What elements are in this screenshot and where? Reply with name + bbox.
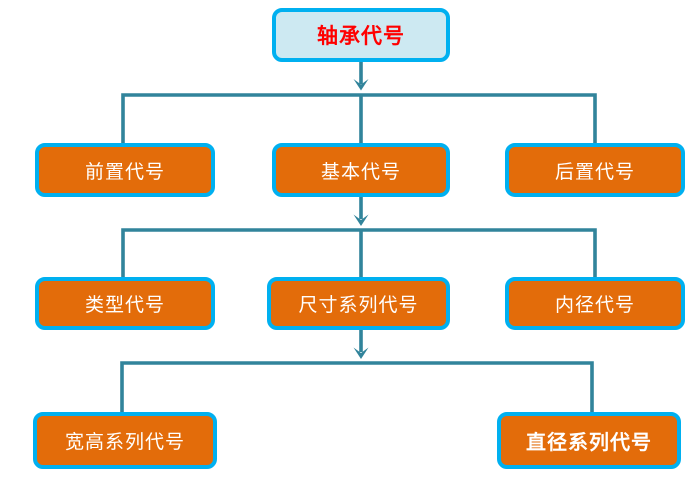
node-dimension-series-code-label: 尺寸系列代号: [298, 295, 419, 316]
connector-level3-to-level4: [120, 330, 594, 412]
node-width-height-series-code-label: 宽高系列代号: [64, 432, 185, 453]
node-bore-diameter-code: 内径代号: [505, 277, 685, 330]
node-diameter-series-code-label: 直径系列代号: [526, 432, 652, 454]
node-basic-code-label: 基本代号: [320, 161, 401, 183]
node-type-code-label: 类型代号: [84, 295, 165, 316]
node-bearing-designation: 轴承代号: [272, 8, 450, 62]
node-suffix-code: 后置代号: [505, 143, 685, 197]
node-dimension-series-code: 尺寸系列代号: [267, 277, 450, 330]
node-bearing-designation-label: 轴承代号: [317, 25, 405, 48]
connector-level2-to-level3: [121, 197, 597, 277]
node-suffix-code-label: 后置代号: [554, 161, 635, 183]
node-prefix-code-label: 前置代号: [84, 161, 165, 183]
node-bore-diameter-code-label: 内径代号: [554, 295, 635, 316]
node-type-code: 类型代号: [35, 277, 215, 330]
node-diameter-series-code: 直径系列代号: [497, 412, 681, 469]
node-basic-code: 基本代号: [272, 143, 450, 197]
node-width-height-series-code: 宽高系列代号: [33, 412, 217, 469]
node-prefix-code: 前置代号: [35, 143, 215, 197]
connector-root-to-level2: [121, 62, 597, 143]
